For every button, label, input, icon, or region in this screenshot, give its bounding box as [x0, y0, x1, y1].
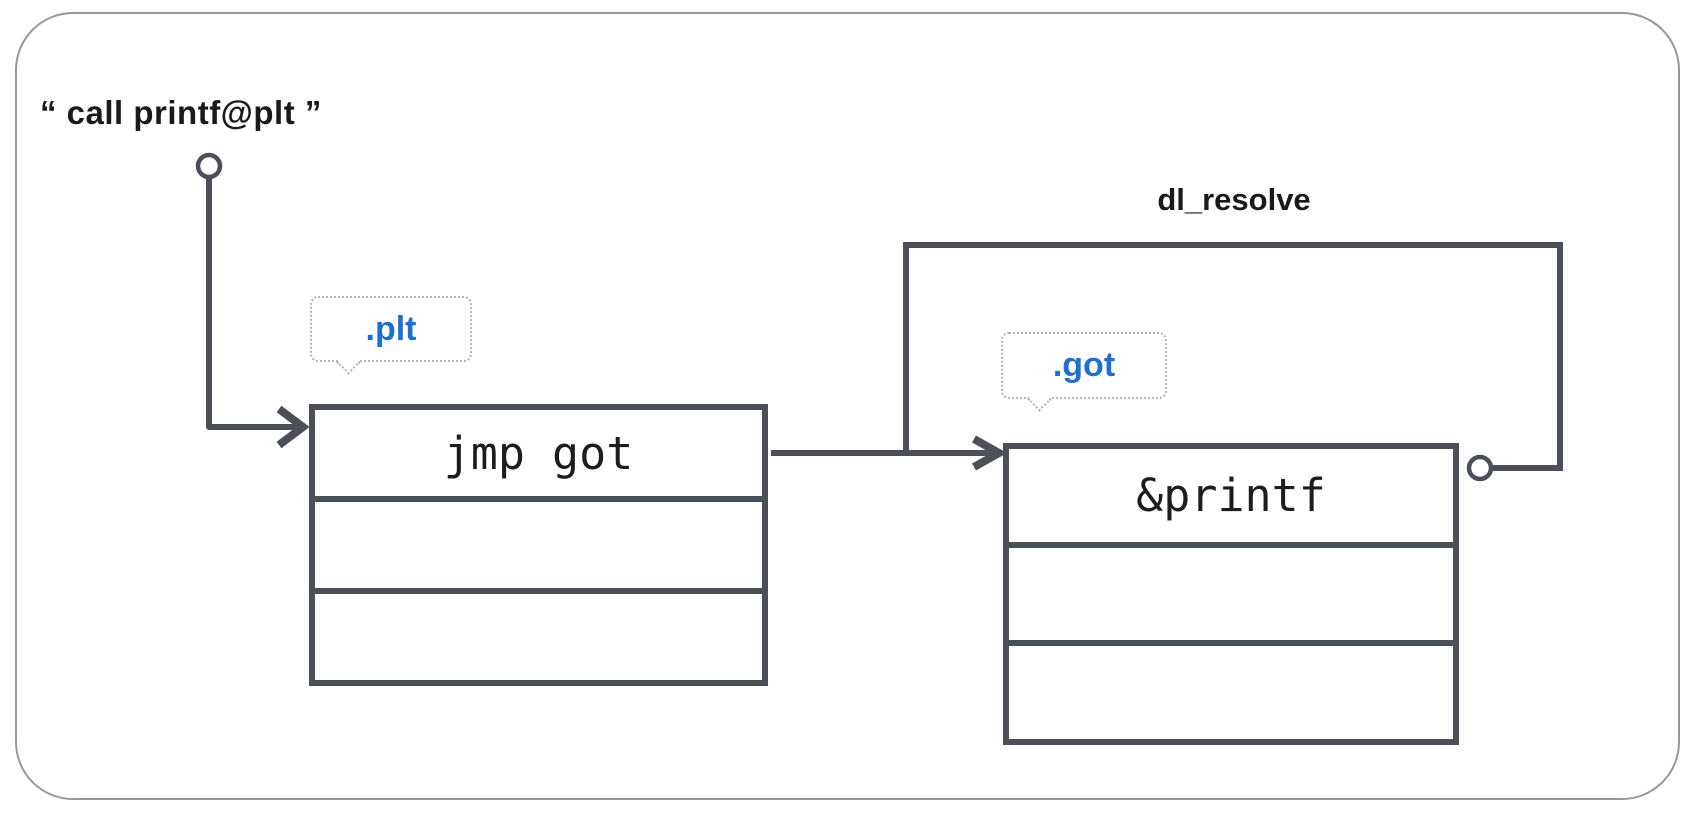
call-instruction-label: “ call printf@plt ”: [40, 94, 322, 131]
plt-section-bubble: .plt: [310, 296, 472, 375]
got-table-row-printf: &printf: [1136, 468, 1326, 522]
call-origin-circle-icon: [195, 152, 223, 180]
dl-resolve-loop-path: [903, 242, 1563, 471]
got-table: &printf: [1003, 443, 1459, 745]
plt-table-row-empty-1: [315, 496, 762, 588]
got-section-bubble: .got: [1001, 332, 1167, 412]
plt-table-row-empty-2: [315, 588, 762, 680]
call-arrow-path: [206, 178, 296, 430]
plt-to-got-arrowhead-icon: [972, 435, 1008, 471]
got-table-row-empty-2: [1009, 640, 1453, 739]
plt-table: jmp got: [309, 404, 768, 686]
plt-table-row-jmp-got: jmp got: [443, 426, 634, 480]
got-section-label: .got: [1052, 346, 1116, 384]
call-arrowhead-icon: [276, 405, 310, 449]
plt-section-label: .plt: [365, 309, 417, 348]
dl-resolve-label: dl_resolve: [1157, 182, 1311, 217]
got-table-row-empty-1: [1009, 541, 1453, 641]
got-return-circle-icon: [1466, 454, 1494, 482]
